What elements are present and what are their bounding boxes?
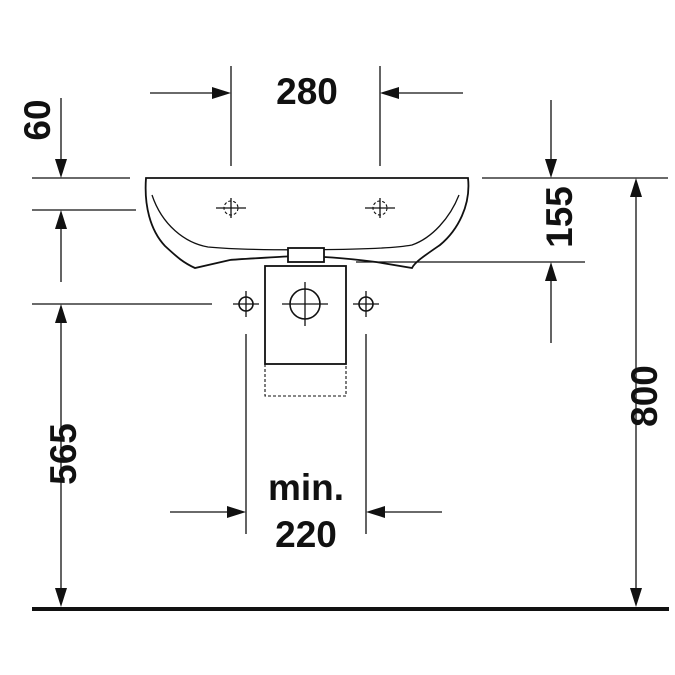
dimension-label-155: 155	[539, 186, 580, 248]
dimension-label-60: 60	[17, 99, 58, 140]
dimension-waste-height: 565	[32, 303, 212, 607]
tap-hole-right	[365, 198, 395, 218]
waste-outlet	[287, 247, 325, 263]
fixing-hole-left	[233, 291, 259, 317]
trap-cover	[264, 265, 347, 397]
floor-line	[32, 607, 669, 611]
tap-hole-left	[216, 198, 246, 218]
dimension-fixing-spacing: min. 220	[170, 334, 442, 555]
trap-cover-extension	[264, 364, 347, 397]
dimension-label-280: 280	[276, 71, 338, 112]
washbasin	[144, 177, 470, 269]
fixing-hole-right	[353, 291, 379, 317]
dimension-basin-height: 155	[356, 100, 668, 343]
dimension-label-565: 565	[43, 423, 84, 485]
dimension-label-800: 800	[624, 365, 665, 427]
dimension-rim-height: 800	[624, 178, 665, 607]
dimension-rim-depth: 60	[17, 98, 136, 282]
dimension-label-220: 220	[275, 514, 337, 555]
dimension-top-width: 280	[150, 66, 463, 166]
dimension-label-min: min.	[268, 467, 344, 508]
